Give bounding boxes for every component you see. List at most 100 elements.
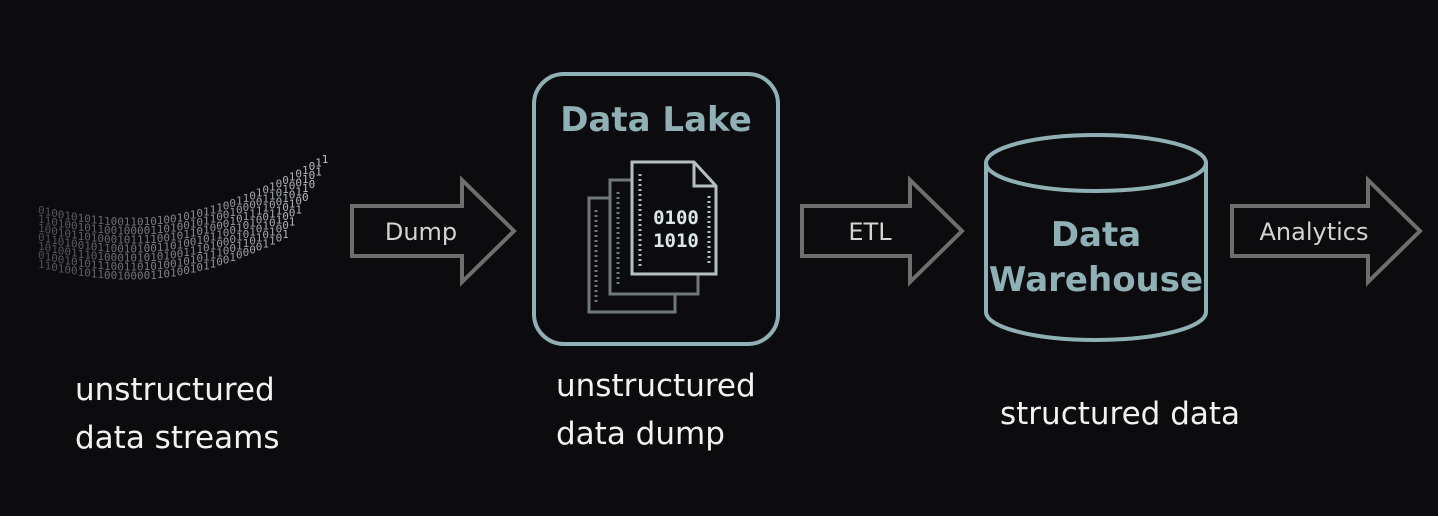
binary-digit: 1 [144,215,151,228]
data-lake-title: Data Lake [560,100,752,140]
binary-digit: 1 [210,240,217,253]
binary-digit: 1 [243,192,250,205]
binary-digit: 1 [58,262,65,275]
binary-digit: 1 [289,216,296,229]
binary-digit: 1 [45,251,52,264]
binary-digit: 1 [282,183,289,196]
binary-digit: 0 [249,234,256,247]
dump-arrow-label: Dump [385,218,457,246]
binary-digit: 1 [262,220,269,233]
binary-digit: 1 [144,260,151,273]
binary-digit: 0 [51,207,58,220]
binary-digit: 1 [322,153,329,166]
binary-digit: 1 [236,195,243,208]
binary-digit: 1 [269,235,276,248]
binary-digit: 0 [163,231,170,244]
binary-digit: 1 [78,230,85,243]
binary-digit: 1 [203,214,210,227]
binary-digit: 1 [216,202,223,215]
binary-digit: 1 [256,205,263,218]
binary-digit: 0 [289,207,296,220]
binary-digit: 1 [203,223,210,236]
binary-digit: 1 [51,243,58,256]
binary-digit: 1 [269,208,276,221]
binary-digit: 0 [256,214,263,227]
binary-digit: 1 [117,234,124,247]
binary-digit: 0 [282,201,289,214]
binary-digit: 0 [216,211,223,224]
binary-digit: 1 [78,266,85,279]
binary-digit: 0 [163,213,170,226]
binary-digit: 0 [117,252,124,265]
binary-digit: 1 [97,259,104,272]
binary-digit: 0 [243,219,250,232]
binary-digit: 0 [91,250,98,263]
binary-digit: 1 [157,268,164,281]
binary-digit: 0 [150,260,157,273]
binary-digit: 1 [190,263,197,276]
binary-digit: 1 [91,259,98,272]
binary-digit: 1 [104,242,111,255]
binary-digit: 1 [130,234,137,247]
binary-digit: 0 [104,233,111,246]
binary-digit: 1 [97,214,104,227]
binary-digit: 0 [276,177,283,190]
binary-digit: 0 [84,213,91,226]
binary-digit: 1 [249,216,256,229]
binary-digit: 0 [183,237,190,250]
binary-digit: 0 [111,233,118,246]
binary-digit: 0 [45,242,52,255]
binary-digit: 1 [196,234,203,247]
binary-digit: 0 [104,224,111,237]
binary-digit: 0 [111,224,118,237]
binary-digit: 1 [269,226,276,239]
binary-digit: 0 [71,211,78,224]
binary-digit: 1 [150,251,157,264]
binary-digit: 1 [256,232,263,245]
binary-digit: 0 [183,210,190,223]
binary-digit: 1 [190,218,197,231]
binary-digit: 1 [249,225,256,238]
binary-digit: 1 [229,215,236,228]
binary-digit: 0 [170,249,177,262]
etl-arrow: ETL [800,175,965,287]
binary-digit: 0 [196,207,203,220]
binary-digit: 0 [130,270,137,283]
binary-digit: 1 [104,215,111,228]
binary-digit: 0 [223,208,230,221]
binary-digit: 1 [38,213,45,226]
binary-digit: 0 [38,249,45,262]
binary-digit: 0 [71,238,78,251]
binary-digit: 1 [295,203,302,216]
binary-digit: 1 [282,228,289,241]
data-warehouse-title-line2: Warehouse [989,260,1203,300]
binary-digit: 1 [295,185,302,198]
binary-digit: 1 [97,268,104,281]
binary-digit: 0 [78,239,85,252]
binary-digit: 1 [203,250,210,263]
binary-digit: 0 [196,225,203,238]
binary-digit: 0 [144,251,151,264]
binary-digit: 1 [144,233,151,246]
binary-digit: 1 [91,268,98,281]
doc-bits-line2: 1010 [653,230,699,252]
binary-digit: 1 [97,241,104,254]
binary-digit: 0 [243,201,250,214]
binary-digit: 1 [190,227,197,240]
binary-digit: 0 [229,197,236,210]
binary-digit: 1 [38,222,45,235]
binary-digit: 0 [229,233,236,246]
binary-digit: 1 [203,259,210,272]
binary-digit: 0 [177,265,184,278]
binary-digit: 0 [216,238,223,251]
binary-digit: 0 [249,198,256,211]
binary-digit: 1 [196,243,203,256]
binary-digit: 0 [144,242,151,255]
binary-digit: 1 [276,204,283,217]
binary-digit: 0 [223,199,230,212]
binary-digit: 1 [104,260,111,273]
binary-digit: 0 [150,215,157,228]
binary-digit: 0 [157,232,164,245]
binary-digit: 1 [203,205,210,218]
